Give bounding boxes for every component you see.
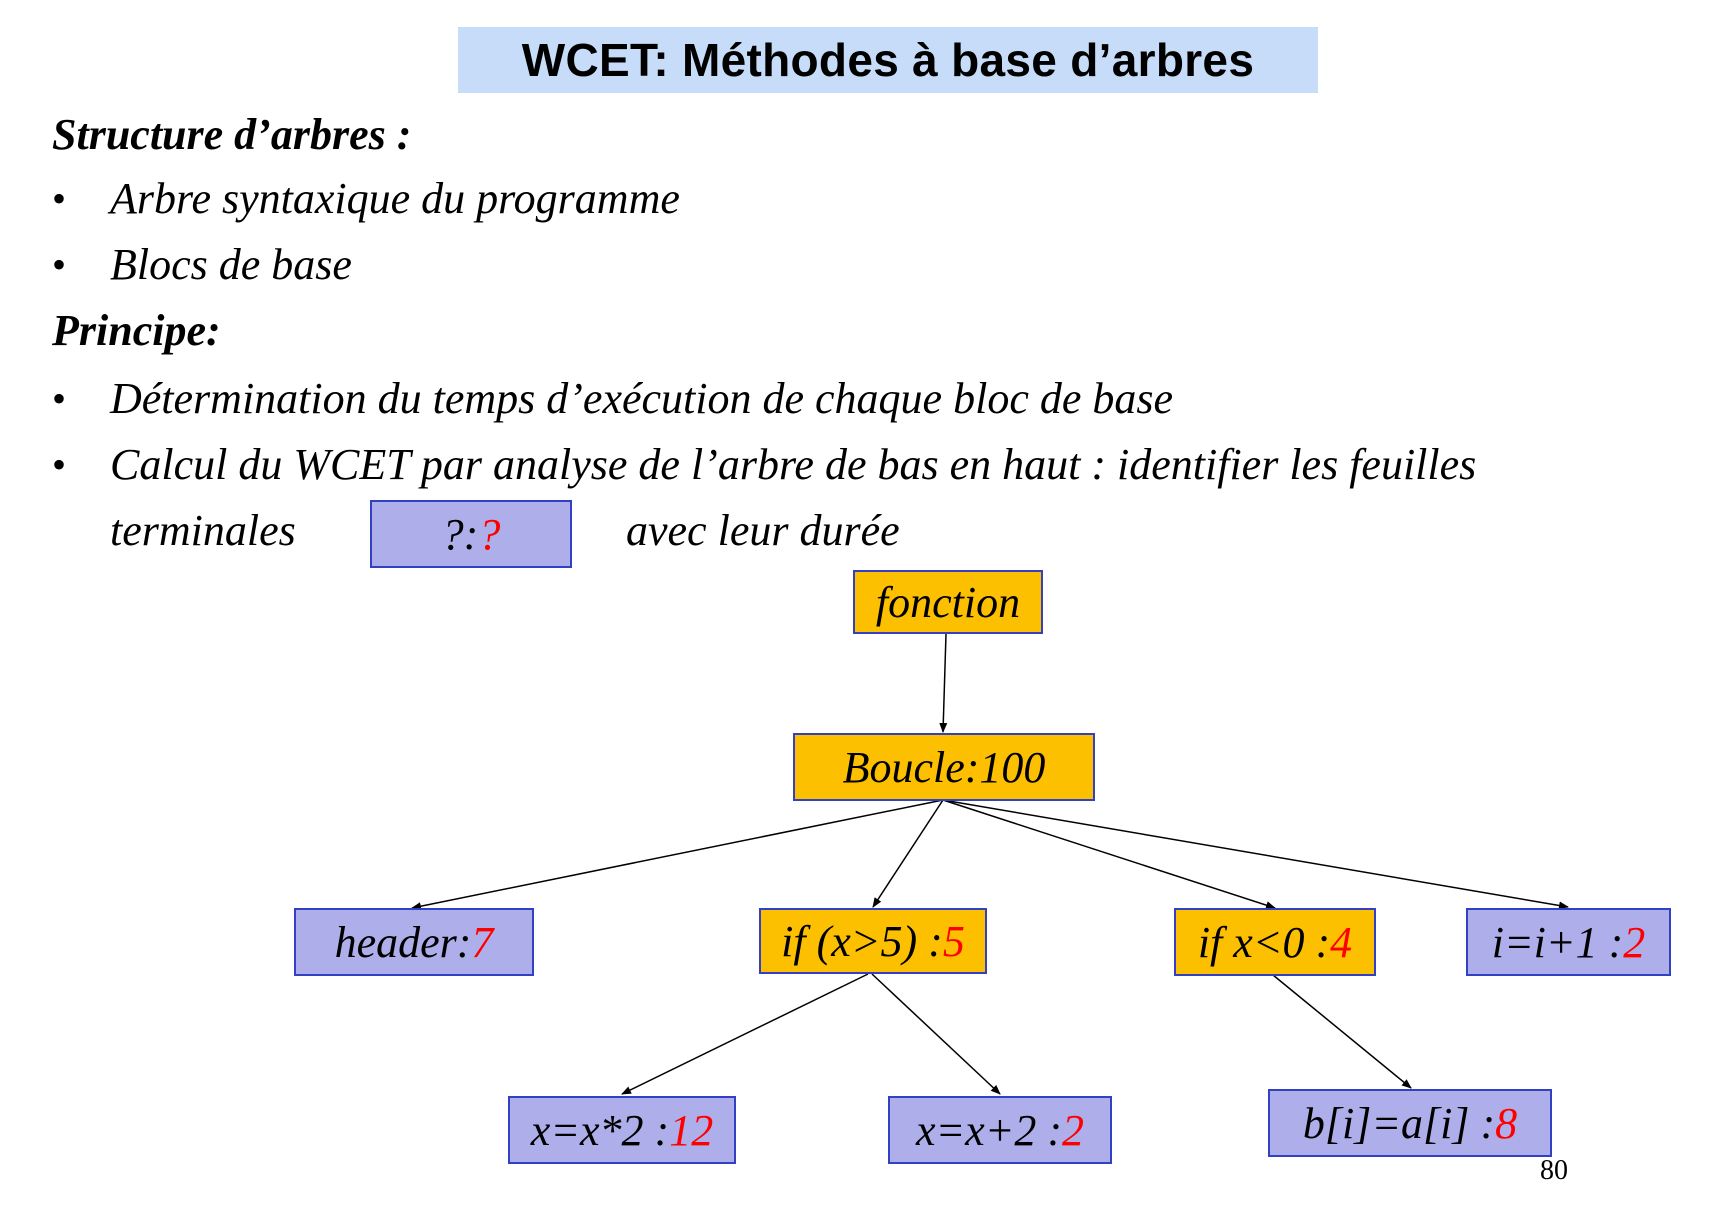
edge-boucle-header [411,799,944,911]
edge-boucle-if-gt5 [872,799,944,908]
node-label: x=x+2 : [915,1105,1063,1155]
edge-boucle-if-lt0 [942,799,1276,910]
bullet-2-continuation: terminales [110,506,296,555]
bullet-icon: • [52,176,67,221]
node-label: i=i+1 : [1491,917,1624,967]
node-if-gt5: if (x>5) :5 [759,908,987,974]
bullet-icon: • [52,442,67,487]
edge-fonction-boucle [939,633,948,733]
node-fonction: fonction [853,570,1043,634]
node-duration: 7 [471,917,494,967]
node-label: b[i]=a[i] : [1302,1098,1496,1148]
node-label: Boucle:100 [842,742,1046,792]
node-assign: b[i]=a[i] :8 [1268,1089,1552,1157]
node-boucle: Boucle:100 [793,733,1095,801]
node-duration: 2 [1062,1105,1085,1155]
slide-title: WCET: Méthodes à base d’arbres [458,27,1318,93]
edge-if-gt5-add [871,973,1001,1095]
bullet-icon: • [52,376,67,421]
node-duration: 2 [1623,917,1646,967]
node-incr: i=i+1 :2 [1466,908,1671,976]
node-label: if (x>5) : [781,916,943,966]
edge-if-gt5-mul [621,973,869,1095]
bullet-icon: • [52,242,67,287]
node-label: x=x*2 : [530,1105,670,1155]
node-if-lt0: if x<0 :4 [1174,908,1376,976]
bullet-text: Blocs de base [110,240,352,289]
node-duration: 12 [669,1105,714,1155]
page-number: 80 [1540,1155,1568,1186]
node-label: header: [334,917,472,967]
structure-heading: Structure d’arbres : [52,110,412,159]
node-label: ?: [441,509,479,559]
node-label: fonction [875,577,1021,627]
edge-boucle-incr [942,799,1569,910]
node-duration: ? [478,509,501,559]
node-duration: 5 [942,916,965,966]
principe-heading: Principe: [52,306,221,355]
bullet-2-continuation-end: avec leur durée [626,506,900,555]
edge-if-lt0-assign [1272,974,1412,1089]
node-duration: 8 [1495,1098,1518,1148]
legend-leaf-node: ?: ? [370,500,572,568]
bullet-text: Calcul du WCET par analyse de l’arbre de… [110,440,1477,489]
node-label: if x<0 : [1197,917,1331,967]
bullet-text: Arbre syntaxique du programme [110,174,680,223]
node-header: header: 7 [294,908,534,976]
node-mul: x=x*2 :12 [508,1096,736,1164]
node-add: x=x+2 :2 [888,1096,1112,1164]
bullet-text: Détermination du temps d’exécution de ch… [110,374,1174,423]
node-duration: 4 [1330,917,1353,967]
